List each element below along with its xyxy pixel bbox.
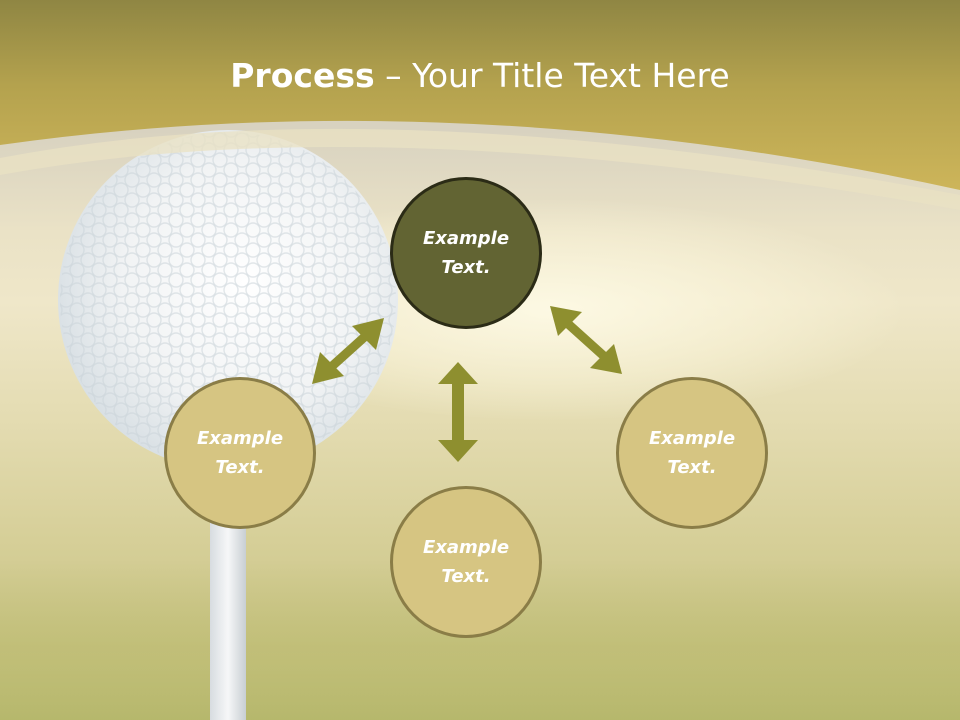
process-node-left-label: Example Text. [196, 428, 284, 478]
process-node-top[interactable]: Example Text. [390, 177, 542, 329]
process-node-left[interactable]: Example Text. [164, 377, 316, 529]
process-node-bottom[interactable]: Example Text. [390, 486, 542, 638]
process-node-right[interactable]: Example Text. [616, 377, 768, 529]
process-node-bottom-label: Example Text. [422, 537, 510, 587]
header-swoosh-light [0, 128, 960, 210]
process-node-top-label: Example Text. [422, 228, 510, 278]
double-arrow-right [550, 306, 622, 374]
title-rest: – Your Title Text Here [374, 56, 730, 95]
title-bold: Process [230, 56, 375, 95]
double-arrow-left [312, 318, 384, 384]
header-band-shape [0, 0, 960, 190]
slide-title: Process – Your Title Text Here [0, 54, 960, 98]
double-arrow-center [438, 362, 478, 462]
process-node-right-label: Example Text. [648, 428, 736, 478]
